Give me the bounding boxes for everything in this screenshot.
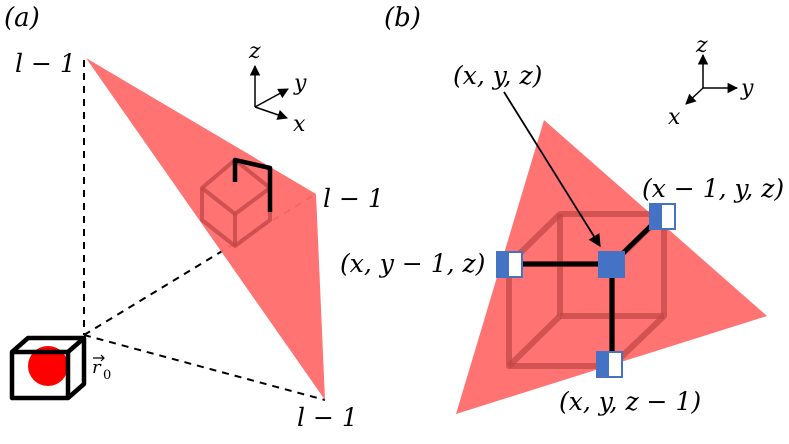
corner-label-bottom: l − 1 xyxy=(297,403,358,432)
axis-z-label-a: z xyxy=(248,39,261,64)
panel-b: (b) xyxy=(340,3,784,416)
axis-y-label-a: y xyxy=(293,71,307,96)
panel-a: (a) r 0 l − 1 l − 1 l − 1 xyxy=(4,3,384,432)
dashed-edge-bottom xyxy=(83,334,326,401)
neighbor-node-y xyxy=(496,251,523,278)
axis-y-label-b: y xyxy=(740,76,754,101)
origin-label-sub: 0 xyxy=(103,368,111,383)
neighbor-node-z xyxy=(596,351,623,378)
axis-x-label-a: x xyxy=(293,112,306,137)
plane-cube-bold-edges xyxy=(232,157,273,212)
axis-z-label-b: z xyxy=(695,33,708,58)
center-node-label: (x, y, z) xyxy=(453,61,542,90)
plane-a xyxy=(86,58,325,400)
origin-cube xyxy=(9,335,87,401)
axes-triad-b xyxy=(685,53,739,105)
origin-dot xyxy=(28,346,68,386)
panel-b-label: (b) xyxy=(384,3,421,33)
panel-a-label: (a) xyxy=(4,3,40,33)
axis-x-label-b: x xyxy=(668,105,681,130)
vector-arrow-icon xyxy=(93,354,105,362)
neighbor-z-label: (x, y, z − 1) xyxy=(559,387,701,416)
neighbor-y-label: (x, y − 1, z) xyxy=(340,249,485,278)
corner-label-right: l − 1 xyxy=(323,184,384,213)
corner-label-top: l − 1 xyxy=(15,49,76,78)
center-node xyxy=(598,251,625,278)
axes-triad-a xyxy=(249,64,289,120)
neighbor-node-x xyxy=(649,203,676,230)
origin-label: r xyxy=(92,357,102,378)
neighbor-x-label: (x − 1, y, z) xyxy=(642,174,784,203)
pointer-arrow xyxy=(503,91,601,248)
